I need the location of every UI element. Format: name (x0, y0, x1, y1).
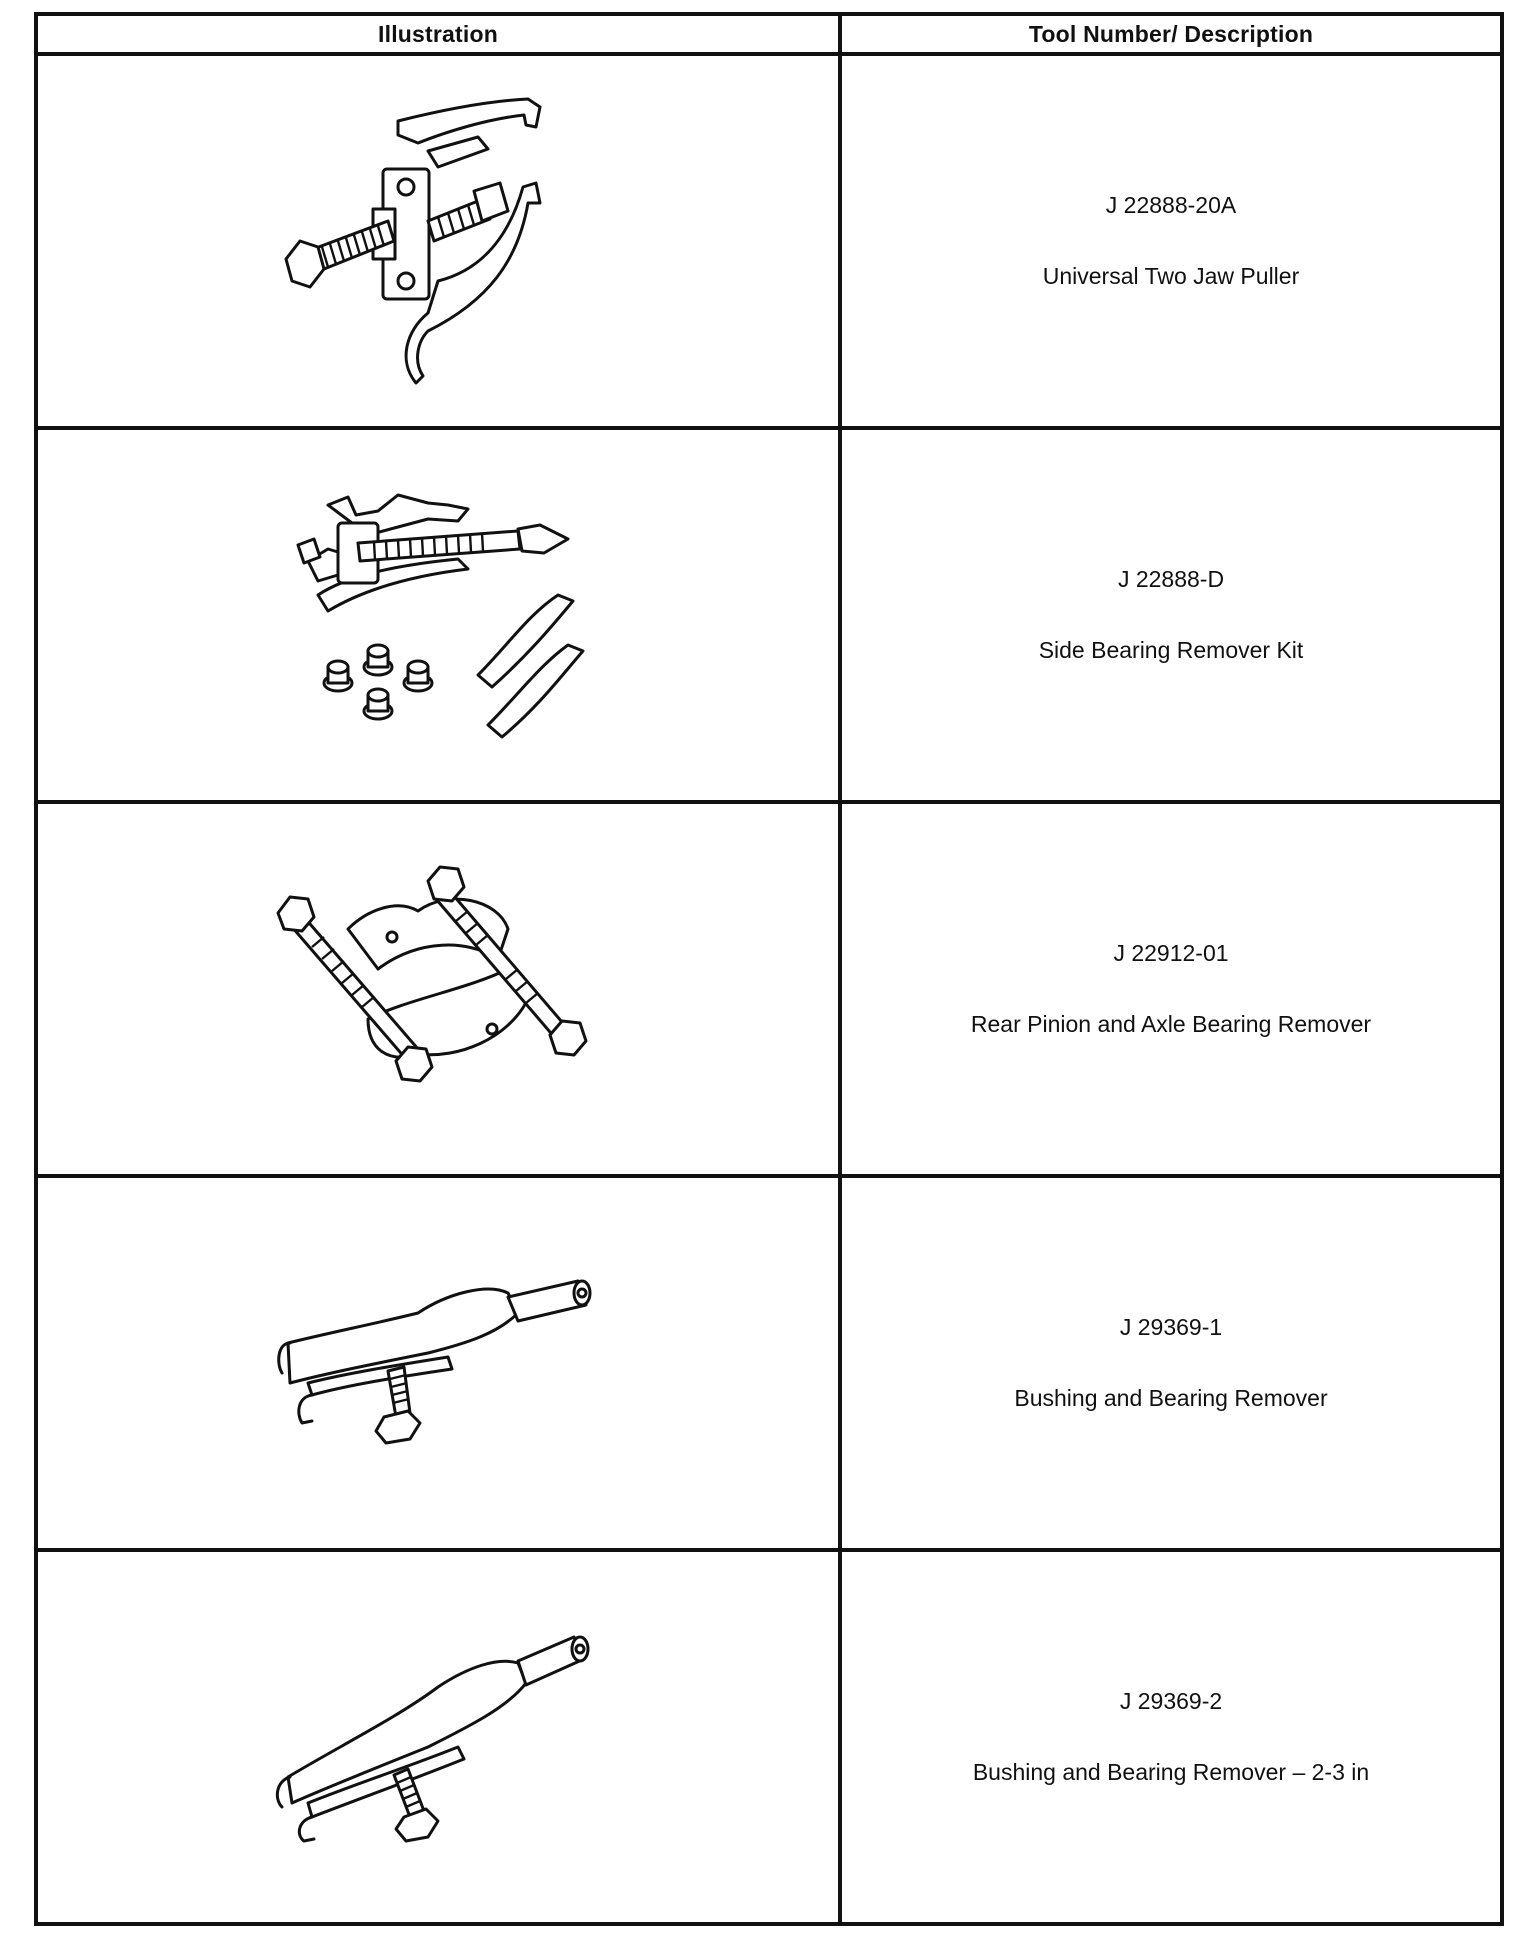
header-row: Illustration Tool Number/ Description (34, 12, 1504, 56)
table-row: J 29369-1 Bushing and Bearing Remover (34, 1174, 1504, 1552)
adapter-set (322, 643, 434, 721)
description-cell: J 22912-01 Rear Pinion and Axle Bearing … (838, 800, 1504, 1178)
tool-number: J 29369-1 (1119, 1314, 1223, 1340)
tool-number: J 22912-01 (1113, 940, 1229, 966)
illustration-cell (34, 1548, 842, 1926)
tool-number: J 22888-D (1117, 566, 1225, 592)
tool-description: Bushing and Bearing Remover – 2-3 in (972, 1759, 1370, 1785)
illustration-cell (34, 52, 842, 430)
tool-number: J 29369-2 (1119, 1688, 1223, 1714)
header-illustration: Illustration (34, 12, 842, 56)
table-row: J 29369-2 Bushing and Bearing Remover – … (34, 1548, 1504, 1926)
illustration-cell (34, 1174, 842, 1552)
tool-table: Illustration Tool Number/ Description (34, 12, 1504, 1926)
bushing-remover-large-icon (275, 1635, 590, 1843)
description-cell: J 29369-1 Bushing and Bearing Remover (838, 1174, 1504, 1552)
tool-description: Universal Two Jaw Puller (1042, 263, 1300, 289)
tool-description: Side Bearing Remover Kit (1038, 637, 1304, 663)
table-row: J 22888-20A Universal Two Jaw Puller (34, 52, 1504, 430)
illustration-cell (34, 800, 842, 1178)
description-cell: J 29369-2 Bushing and Bearing Remover – … (838, 1548, 1504, 1926)
tool-description: Bushing and Bearing Remover (1014, 1385, 1328, 1411)
two-jaw-puller-icon (284, 97, 542, 385)
tool-number: J 22888-20A (1105, 192, 1237, 218)
side-bearing-remover-kit-icon (296, 493, 585, 739)
table-row: J 22888-D Side Bearing Remover Kit (34, 426, 1504, 804)
table-row: J 22912-01 Rear Pinion and Axle Bearing … (34, 800, 1504, 1178)
header-description: Tool Number/ Description (838, 12, 1504, 56)
description-cell: J 22888-D Side Bearing Remover Kit (838, 426, 1504, 804)
illustration-cell (34, 426, 842, 804)
tool-description: Rear Pinion and Axle Bearing Remover (970, 1011, 1372, 1037)
bushing-remover-icon (277, 1279, 592, 1445)
bearing-separator-icon (276, 865, 588, 1083)
description-cell: J 22888-20A Universal Two Jaw Puller (838, 52, 1504, 430)
